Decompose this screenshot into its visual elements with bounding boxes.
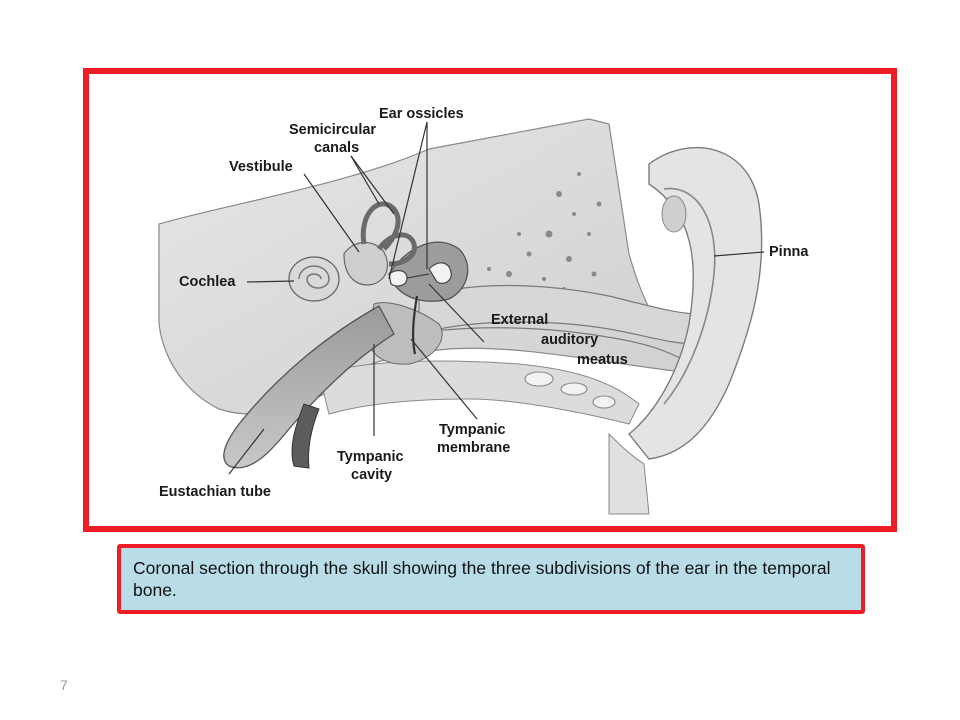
lower-bone bbox=[318, 360, 640, 425]
ear-anatomy-diagram: Ear ossicles Semicircular canals Vestibu… bbox=[158, 106, 809, 515]
ossicles-shape bbox=[388, 262, 452, 287]
label-semicircular: Semicircular bbox=[289, 122, 376, 138]
caption-box: Coronal section through the skull showin… bbox=[117, 544, 865, 614]
label-tympanic-membrane-1: Tympanic bbox=[439, 422, 506, 438]
label-vestibule: Vestibule bbox=[229, 159, 293, 175]
slide-number: 7 bbox=[60, 677, 68, 693]
semicircular-canals-shape bbox=[360, 201, 417, 267]
pinna bbox=[628, 146, 763, 460]
label-ear-ossicles: Ear ossicles bbox=[379, 106, 464, 122]
eustachian-tube-shape bbox=[223, 305, 395, 469]
tympanic-membrane-shape bbox=[411, 295, 419, 355]
label-tympanic-cavity-1: Tympanic bbox=[337, 449, 404, 465]
cochlea-shape bbox=[288, 256, 340, 302]
ear-diagram-frame: Ear ossicles Semicircular canals Vestibu… bbox=[83, 68, 897, 532]
label-pinna: Pinna bbox=[769, 244, 809, 260]
leader-lines bbox=[228, 121, 765, 475]
bone-texture bbox=[487, 172, 602, 291]
label-meatus: meatus bbox=[577, 352, 628, 368]
label-auditory: auditory bbox=[541, 332, 598, 348]
caption-text: Coronal section through the skull showin… bbox=[133, 558, 831, 600]
label-canals: canals bbox=[314, 140, 359, 156]
label-tympanic-membrane-2: membrane bbox=[437, 440, 510, 456]
label-cochlea: Cochlea bbox=[179, 274, 236, 290]
label-eustachian-tube: Eustachian tube bbox=[159, 484, 271, 500]
label-tympanic-cavity-2: cavity bbox=[351, 467, 392, 483]
label-external: External bbox=[491, 312, 548, 328]
